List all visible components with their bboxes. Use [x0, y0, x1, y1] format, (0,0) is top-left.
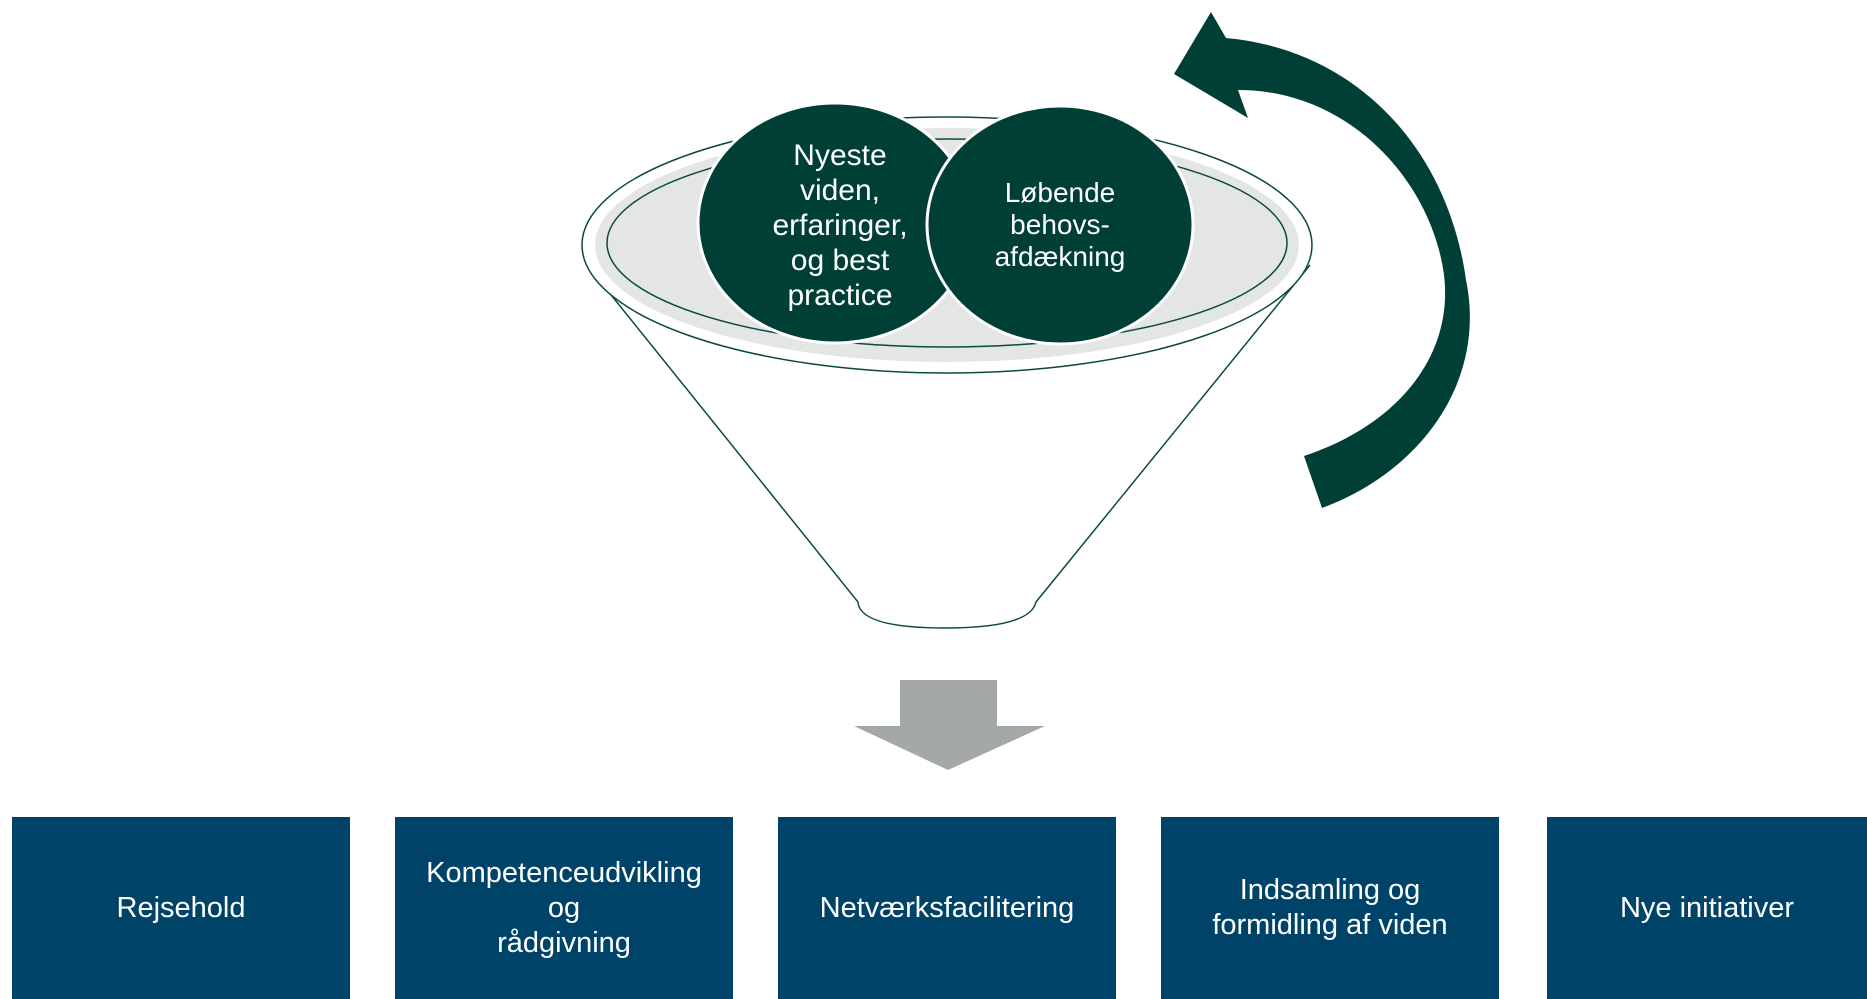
curved-feedback-arrow-icon: [1174, 12, 1470, 508]
box-indsamling: Indsamling og formidling af viden: [1161, 817, 1499, 999]
circle-knowledge-label: Nyeste viden, erfaringer, og best practi…: [772, 138, 908, 312]
box-label: Rejsehold: [116, 891, 246, 924]
box-label: Netværksfacilitering: [819, 891, 1075, 924]
down-arrow-icon: [854, 680, 1045, 770]
box-label: Kompetenceudvikling og rådgivning: [426, 856, 702, 959]
box-kompetenceudvikling: Kompetenceudvikling og rådgivning: [395, 817, 733, 999]
box-label: Nye initiativer: [1619, 891, 1795, 924]
box-rejsehold: Rejsehold: [12, 817, 350, 999]
circle-needs: [925, 104, 1195, 346]
box-netvaerksfacilitering: Netværksfacilitering: [778, 817, 1116, 999]
circle-needs-label: Løbende behovs- afdækning: [994, 177, 1126, 272]
box-label: Indsamling og formidling af viden: [1212, 874, 1448, 941]
box-nye-initiativer: Nye initiativer: [1547, 817, 1867, 999]
